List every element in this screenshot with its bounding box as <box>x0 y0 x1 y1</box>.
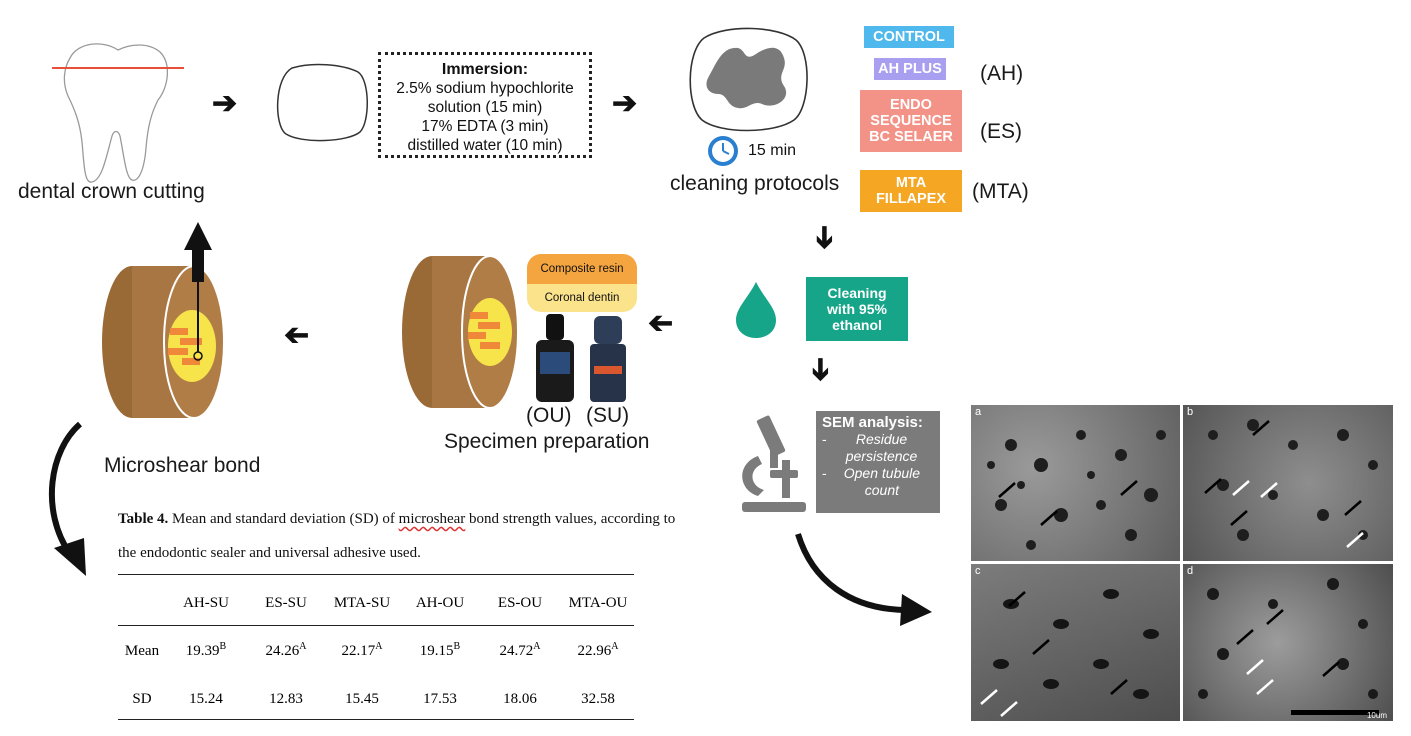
arrow-right-icon: ➔ <box>612 87 638 120</box>
timer-label: 15 min <box>748 142 797 159</box>
sem-item: Residue persistence <box>845 431 918 464</box>
panel-letter: b <box>1187 406 1194 418</box>
panel-letter: a <box>975 406 982 418</box>
table-cell: 12.83 <box>269 691 303 707</box>
immersion-line: 2.5% sodium hypochlorite <box>396 80 574 97</box>
group-abbr-es: (ES) <box>980 120 1022 143</box>
table-cell: 19.39B <box>186 641 227 659</box>
table-cell: 19.15B <box>420 641 461 659</box>
immersion-line: solution (15 min) <box>427 99 543 116</box>
table-cell: 18.06 <box>503 691 537 707</box>
adhesive-ou-label: (OU) <box>526 404 572 427</box>
arrow-right-icon: ➔ <box>212 87 238 120</box>
table-cell: 17.53 <box>423 691 457 707</box>
table-header-cell: AH-SU <box>183 595 229 611</box>
immersion-line: distilled water (10 min) <box>407 137 563 154</box>
table-cells: AH-SU ES-SU MTA-SU AH-OU ES-OU MTA-OU Mean 19.3… <box>125 595 628 707</box>
coronal-dentin-layer: Coronal dentin <box>527 284 637 312</box>
microshear-bond-label: Microshear bond <box>104 454 261 477</box>
table-caption: Table 4. Mean and standard deviation (SD… <box>118 511 676 561</box>
root-canal-section <box>689 27 808 132</box>
table-cell: 22.17A <box>342 641 384 659</box>
sem-panel-a: a <box>971 405 1180 561</box>
sem-image-grid: a b c d 10um <box>971 405 1393 721</box>
table-cell: 24.26A <box>266 641 308 659</box>
group-abbr-ah: (AH) <box>980 62 1024 85</box>
table-row-label: Mean <box>125 643 160 659</box>
arrow-left-icon: ➔ <box>284 319 310 352</box>
tooth-illustration <box>52 43 184 183</box>
adhesive-bottle-su <box>590 316 626 402</box>
sem-pores <box>980 589 1159 717</box>
panel-letter: c <box>975 565 981 577</box>
scale-bar-label: 10um <box>1366 711 1387 720</box>
curved-arrow-icon <box>795 533 932 626</box>
composite-resin-layer: Composite resin <box>527 254 637 284</box>
table-cell: 15.45 <box>345 691 379 707</box>
scale-bar <box>1291 710 1379 715</box>
group-tag-endosequence: ENDO SEQUENCE BC SELAER <box>860 90 962 152</box>
sem-item: Open tubule count <box>843 465 921 498</box>
sem-pores <box>1198 578 1379 715</box>
table-cell: 22.96A <box>578 641 620 659</box>
table-cell: 15.24 <box>189 691 223 707</box>
panel-letter: d <box>1187 565 1194 577</box>
specimen-disk <box>402 255 519 409</box>
immersion-box: Immersion: 2.5% sodium hypochlorite solu… <box>378 52 592 158</box>
table-header-cell: ES-SU <box>265 595 307 611</box>
clock-icon <box>708 136 738 166</box>
adhesive-su-label: (SU) <box>586 404 630 427</box>
arrow-down-icon: ➔ <box>804 356 838 383</box>
crown-section-outline <box>276 63 368 142</box>
crown-cutting-label: dental crown cutting <box>18 180 205 203</box>
group-abbr-mta: (MTA) <box>972 180 1029 203</box>
sem-panel-b: b <box>1183 405 1393 561</box>
sem-pores <box>987 430 1166 550</box>
ethanol-drop-icon <box>736 282 776 338</box>
table-header-cell: MTA-OU <box>569 595 628 611</box>
results-table: AH-SU ES-SU MTA-SU AH-OU ES-OU MTA-OU Mean 19.3… <box>118 574 634 721</box>
table-row-label: SD <box>132 691 151 707</box>
pull-arrow-icon <box>184 222 212 352</box>
adhesive-bottle-ou <box>536 314 574 402</box>
group-tag-control: CONTROL <box>864 26 954 48</box>
microscope-icon <box>742 415 806 512</box>
group-tag-ah-plus: AH PLUS <box>874 58 946 80</box>
immersion-line: 17% EDTA (3 min) <box>421 118 549 135</box>
table-cell: 32.58 <box>581 691 615 707</box>
sem-panel-c: c <box>971 564 1180 721</box>
table-header-cell: AH-OU <box>416 595 464 611</box>
table-header-cell: ES-OU <box>498 595 542 611</box>
sem-panel-d: d 10um <box>1183 564 1393 721</box>
group-tag-mta-fillapex: MTA FILLAPEX <box>860 170 962 212</box>
curved-arrow-icon <box>48 421 86 576</box>
immersion-title: Immersion: <box>441 61 529 78</box>
cleaning-protocols-label: cleaning protocols <box>670 172 840 195</box>
specimen-preparation-label: Specimen preparation <box>444 430 650 453</box>
sem-title: SEM analysis: <box>822 414 923 431</box>
arrow-down-icon: ➔ <box>808 224 842 251</box>
table-header-cell: MTA-SU <box>334 595 390 611</box>
sem-analysis-box: SEM analysis: - Residue persistence - Op… <box>816 411 940 513</box>
table-cell: 24.72A <box>500 641 542 659</box>
arrow-left-icon: ➔ <box>648 307 674 340</box>
sem-pores <box>1204 419 1378 548</box>
